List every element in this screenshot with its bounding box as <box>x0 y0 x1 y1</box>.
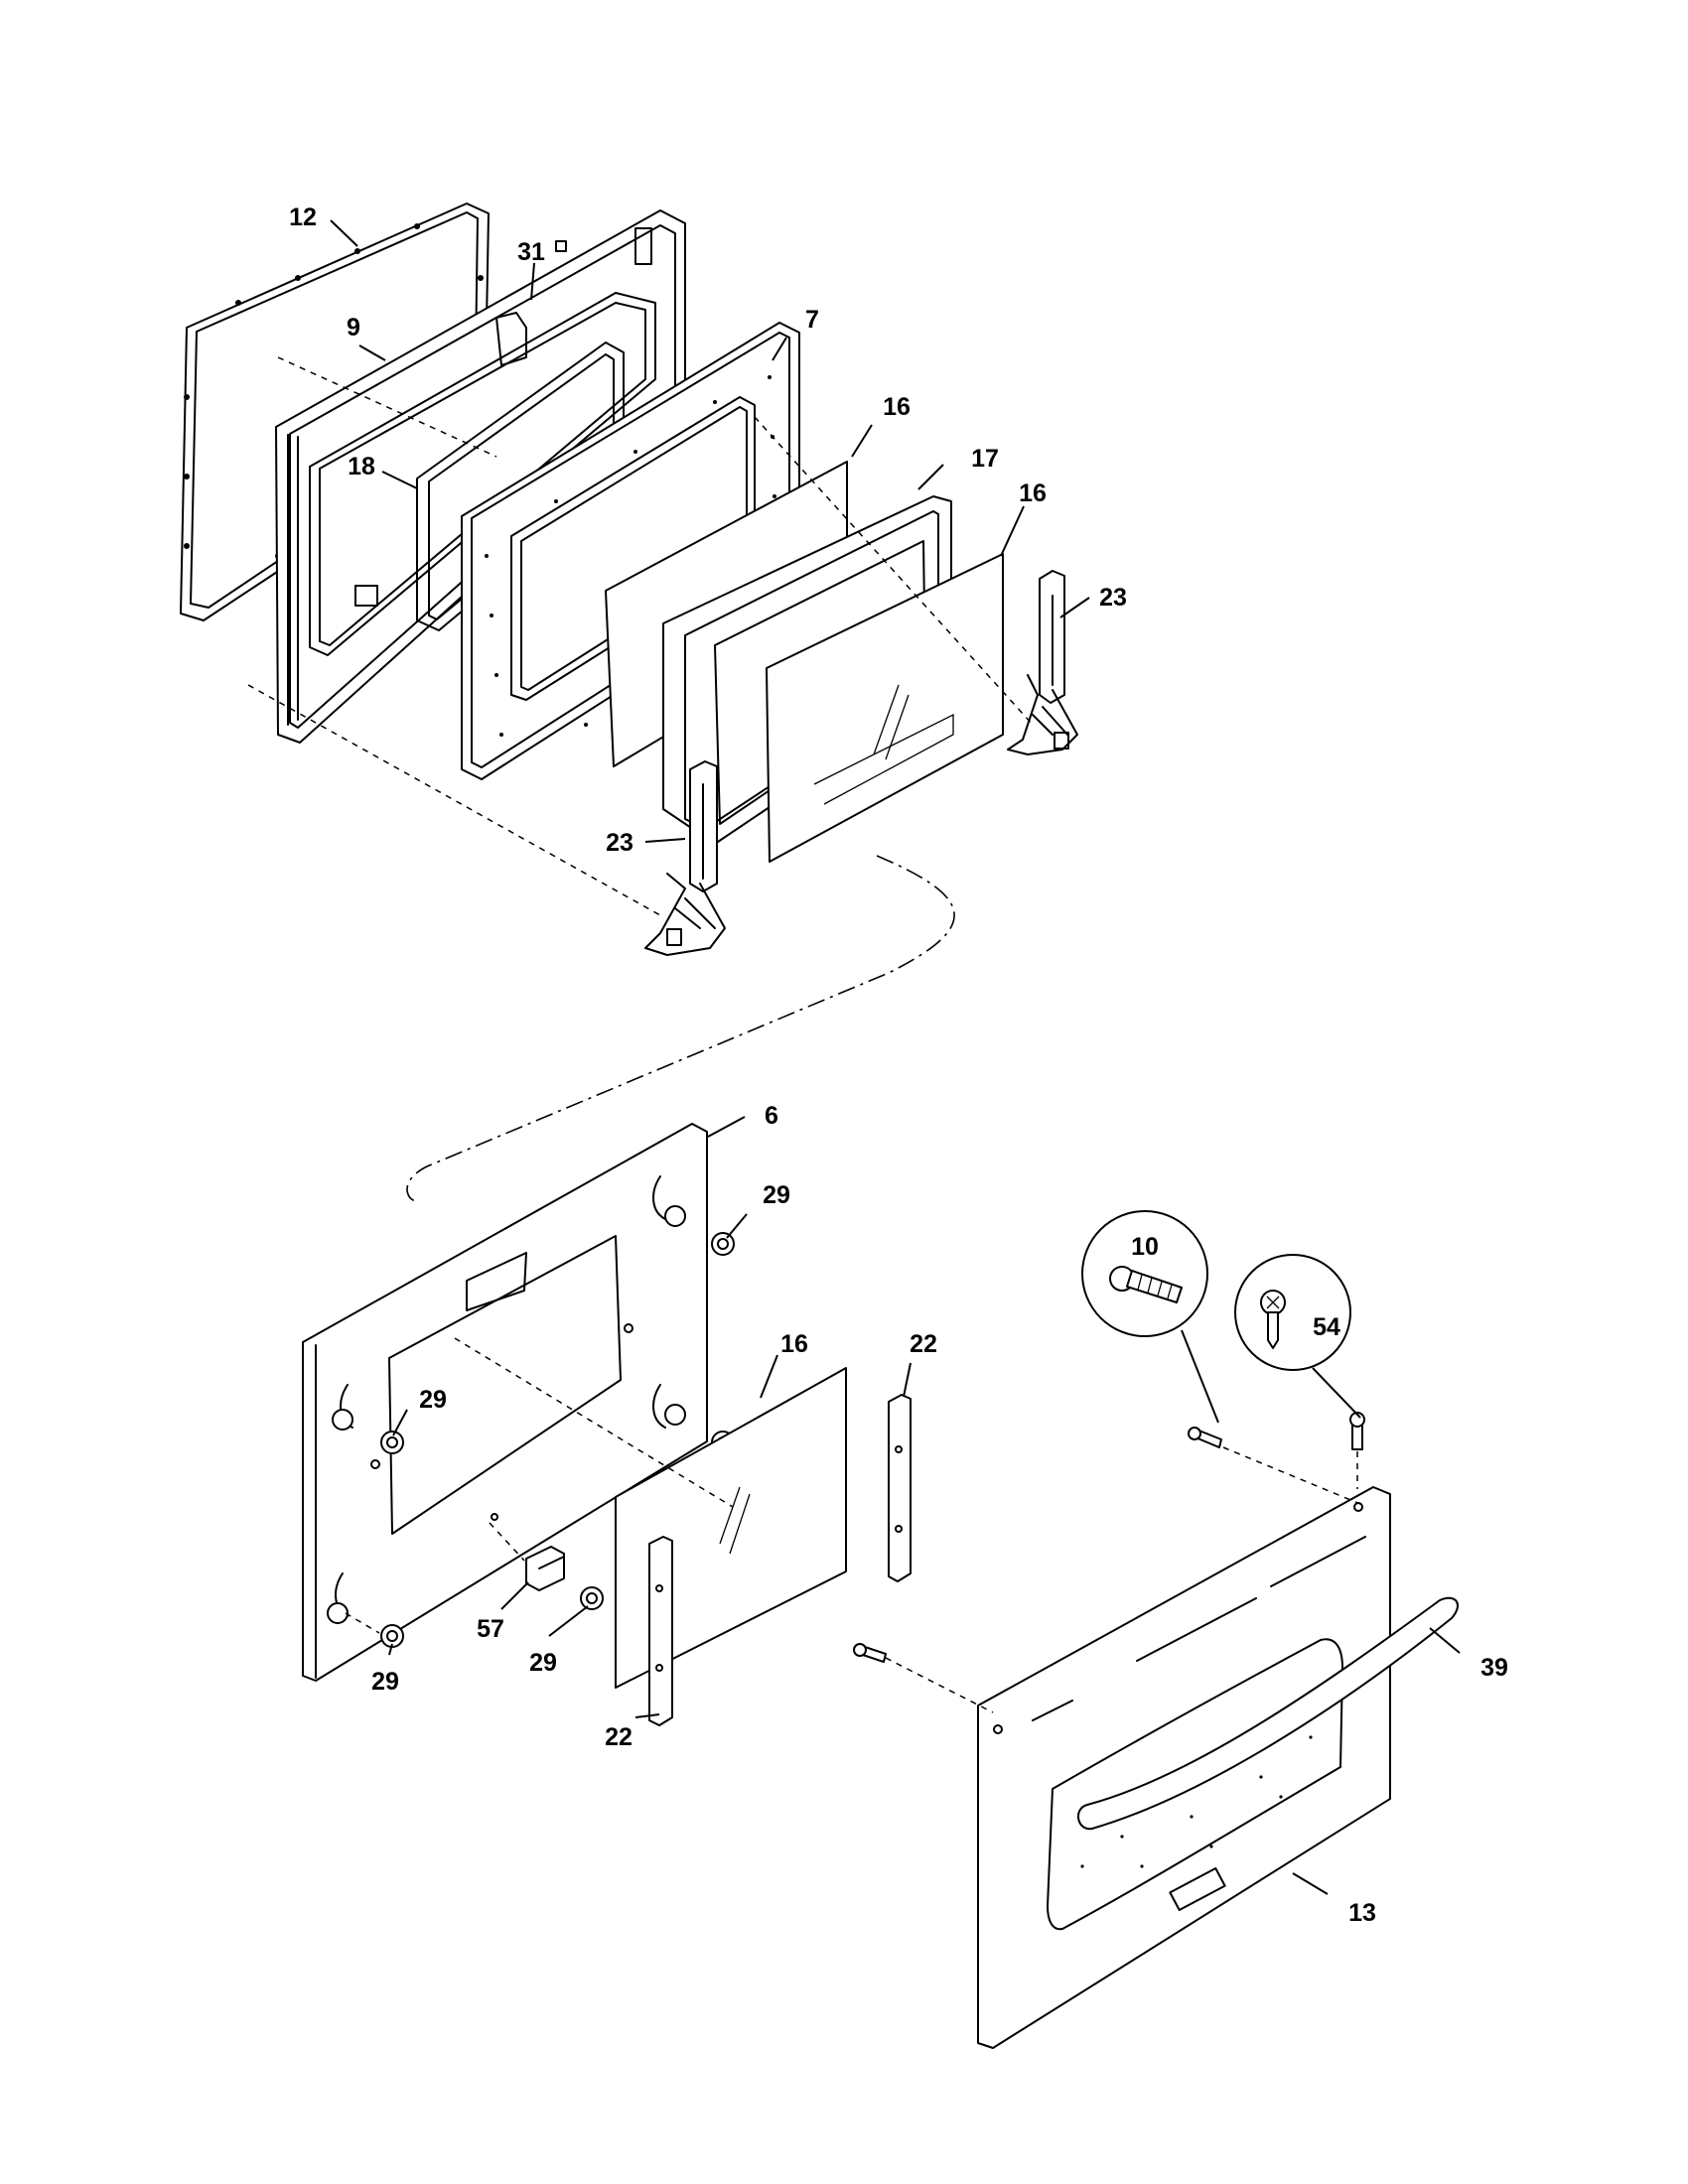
connector-line <box>406 855 955 1202</box>
callout-39: 39 <box>1480 1654 1508 1682</box>
window-glass-rear <box>766 553 1004 863</box>
detail-circle-54 <box>1234 1254 1351 1371</box>
detail-circle-10 <box>1081 1210 1208 1337</box>
alignment-line-upper-3 <box>754 416 1034 726</box>
callout-29-mid: 29 <box>529 1649 557 1677</box>
glass-bracket-left <box>648 1536 673 1726</box>
callout-16-lower: 16 <box>780 1330 808 1358</box>
door-bumper-5 <box>380 1624 404 1648</box>
hinge-right <box>1007 570 1078 755</box>
callout-23-left: 23 <box>606 829 633 857</box>
alignment-line-upper-2 <box>277 356 497 458</box>
callout-29-left: 29 <box>419 1386 447 1414</box>
callout-13: 13 <box>1348 1899 1376 1927</box>
screw-top <box>1349 1412 1365 1450</box>
callout-10: 10 <box>1131 1233 1159 1261</box>
callout-29-top: 29 <box>763 1181 790 1209</box>
screw-front <box>853 1643 887 1663</box>
door-bumper-4 <box>580 1586 604 1610</box>
door-handle <box>1077 1596 1459 1831</box>
callout-7: 7 <box>805 306 819 334</box>
leader-54-screw <box>1312 1367 1361 1419</box>
callout-22-left: 22 <box>605 1723 633 1751</box>
callout-31: 31 <box>517 238 545 266</box>
glass-bracket-right <box>888 1394 912 1582</box>
door-liner-panel <box>302 1123 708 1682</box>
leader-10-screw <box>1181 1329 1219 1424</box>
screw-side <box>1188 1427 1222 1448</box>
callout-9: 9 <box>347 314 360 341</box>
callout-16-upper-right: 16 <box>1019 479 1047 507</box>
alignment-line-upper-1 <box>247 684 661 916</box>
alignment-line-lower-5 <box>489 1522 525 1562</box>
bracket <box>525 1546 565 1591</box>
callout-23-right: 23 <box>1099 584 1127 612</box>
hinge-left <box>644 760 726 956</box>
callout-57: 57 <box>477 1615 504 1643</box>
callout-leaders <box>330 219 1461 1895</box>
callout-17: 17 <box>971 445 999 473</box>
callout-6: 6 <box>765 1102 778 1130</box>
callout-54: 54 <box>1313 1313 1340 1341</box>
callout-18: 18 <box>348 453 375 480</box>
alignment-line-lower-1 <box>1222 1446 1361 1505</box>
callout-12: 12 <box>289 204 317 231</box>
door-bumper-2 <box>380 1431 404 1454</box>
door-bumper-1 <box>711 1232 735 1256</box>
callout-29-bottom: 29 <box>371 1668 399 1696</box>
alignment-line-lower-3 <box>885 1657 994 1713</box>
callout-22-right: 22 <box>910 1330 937 1358</box>
callout-16-upper-left: 16 <box>883 393 911 421</box>
